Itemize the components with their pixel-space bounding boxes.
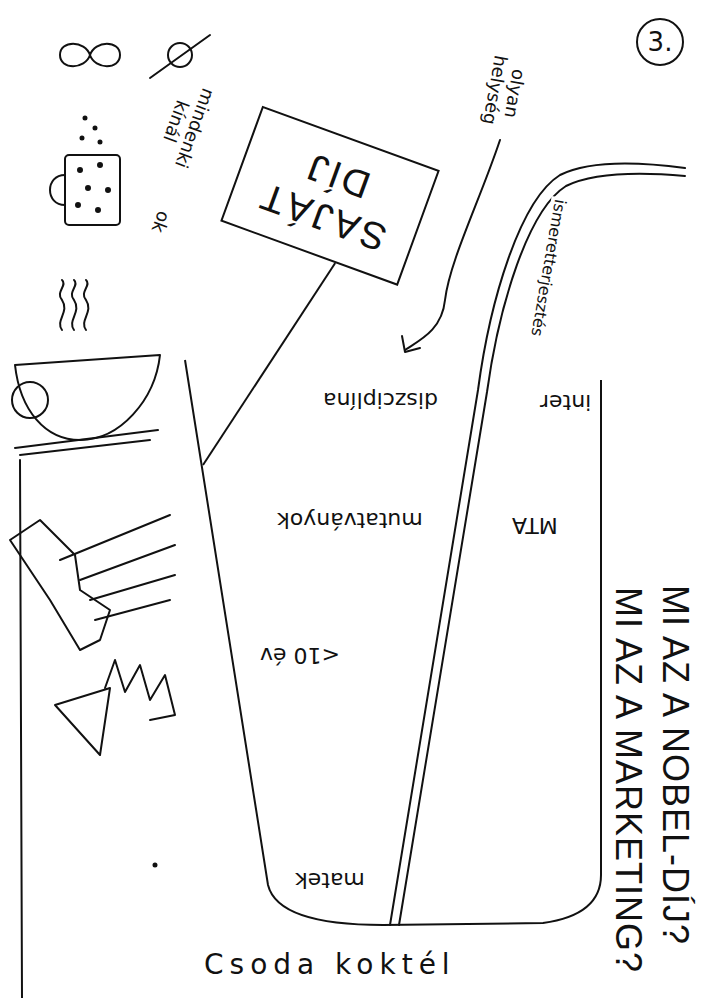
- prize-card: SAJÁT DÍJ: [220, 105, 439, 285]
- cup-icon: [12, 355, 160, 455]
- handwritten-note: mindenki kínál: [149, 72, 220, 179]
- glass-note: inter: [538, 390, 593, 414]
- question-heading: MI AZ A NOBEL-DÍJ?: [657, 583, 693, 947]
- splash-icon: [10, 515, 175, 650]
- glass-path: [185, 360, 601, 925]
- infinity-symbol: [60, 44, 120, 67]
- glass-note: mutatványok: [275, 508, 425, 532]
- circle-number: 3.: [648, 27, 673, 57]
- glass-note: <10 év: [258, 643, 342, 667]
- trumpet-icon: [55, 660, 175, 755]
- cocktail-glass: inter diszciplínaMTA mutatványok <10 év mate…: [183, 355, 608, 930]
- question-heading: MI AZ A MARKETING?: [610, 585, 646, 975]
- glass-note: diszciplína: [321, 388, 440, 412]
- handwritten-note: olyan helység: [478, 47, 532, 137]
- dot: [154, 864, 157, 867]
- card-string: [203, 263, 335, 465]
- steam-lines: [60, 280, 89, 330]
- phi-symbol: [150, 35, 210, 78]
- bottom-caption: Csoda koktél: [202, 950, 458, 981]
- glass-outline: [183, 355, 608, 930]
- handwritten-note: ok: [147, 207, 174, 238]
- glass-note: MTA: [510, 513, 560, 537]
- glass-note: matek: [293, 868, 367, 892]
- number-circle: 3.: [636, 18, 684, 66]
- mug-icon: [50, 117, 120, 226]
- handwritten-note: ismeretterjesztés: [527, 196, 569, 340]
- card-title: SAJÁT DÍJ: [253, 131, 407, 258]
- page-edge-line: [20, 460, 22, 998]
